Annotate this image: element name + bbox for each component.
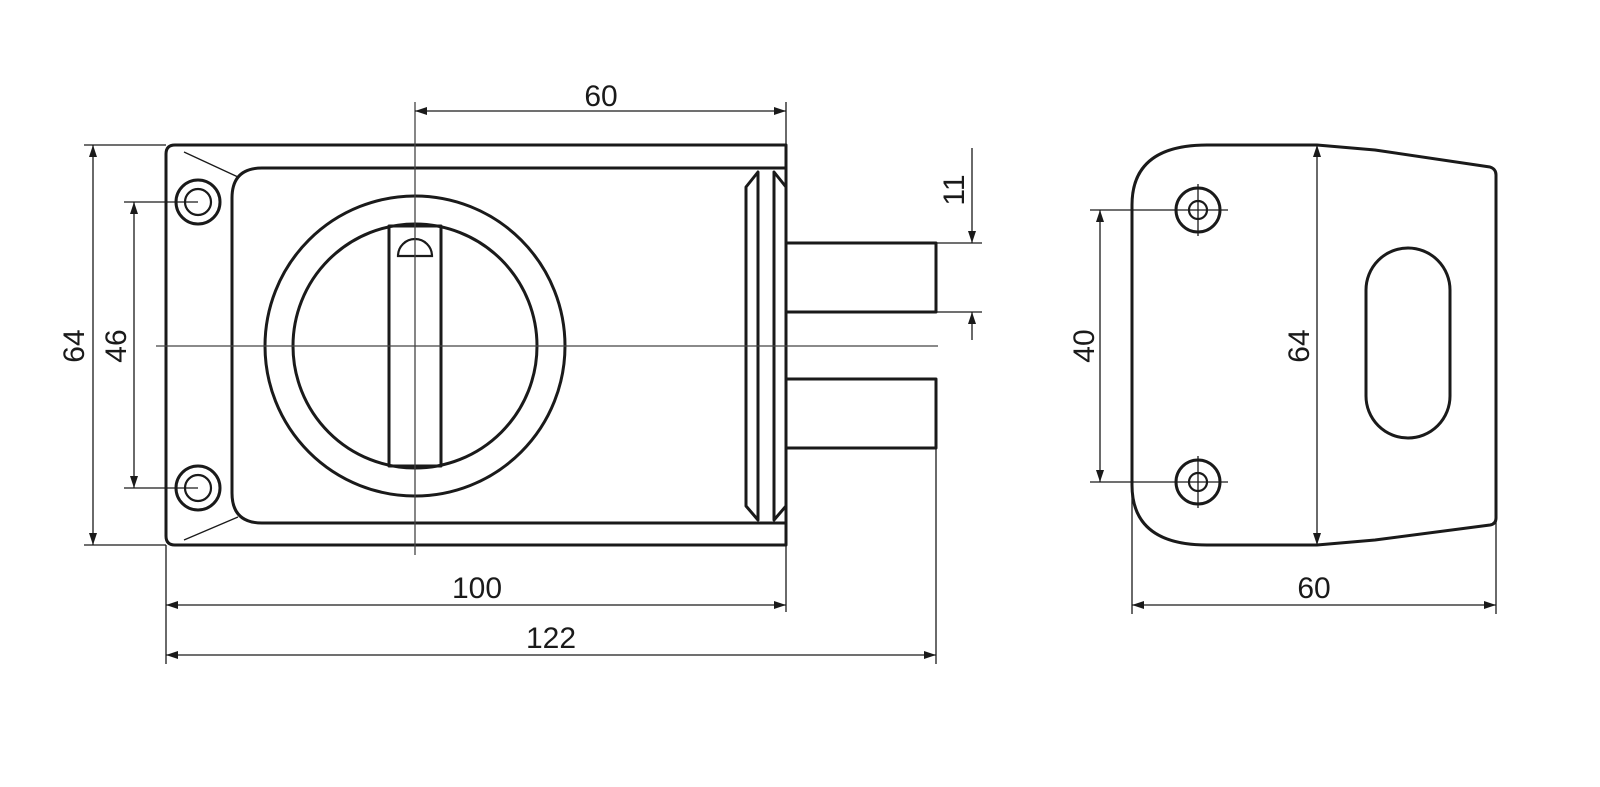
key-slot (1364, 246, 1452, 440)
corner-chamfer-bottom (183, 516, 239, 541)
dim-overall-width: 122 (166, 448, 937, 664)
bolt-upper (784, 241, 938, 314)
dim-side-hole-spacing-label: 40 (1068, 329, 1101, 362)
dim-overall-height: 64 (58, 144, 166, 546)
dim-hole-spacing: 46 (100, 201, 198, 489)
dim-body-width-label: 100 (452, 572, 502, 605)
bolt-lower (784, 377, 938, 450)
front-housing-outline (164, 143, 788, 547)
knob-indicator (396, 237, 434, 258)
side-view: 40 64 60 (1068, 143, 1498, 614)
dim-bolt-height-label: 11 (938, 174, 971, 205)
dim-top-width: 60 (415, 80, 787, 145)
corner-chamfer-top (183, 151, 239, 178)
dim-hole-spacing-label: 46 (100, 329, 133, 362)
front-view: 60 64 46 11 100 (58, 80, 982, 664)
dim-top-width-label: 60 (584, 80, 617, 113)
dim-body-width: 100 (165, 545, 787, 664)
dim-overall-height-label: 64 (58, 329, 91, 362)
dim-side-height-label: 64 (1283, 329, 1316, 362)
dim-side-width-label: 60 (1297, 572, 1330, 605)
front-inner-panel (230, 166, 788, 525)
dim-bolt-height: 11 (936, 148, 982, 340)
side-mounting-hole-top (1172, 184, 1228, 236)
dim-side-width: 60 (1131, 485, 1497, 614)
dim-overall-width-label: 122 (526, 622, 576, 655)
dim-side-hole-spacing: 40 (1068, 209, 1172, 483)
side-mounting-hole-bottom (1172, 456, 1228, 508)
dim-side-height: 64 (1283, 145, 1321, 545)
